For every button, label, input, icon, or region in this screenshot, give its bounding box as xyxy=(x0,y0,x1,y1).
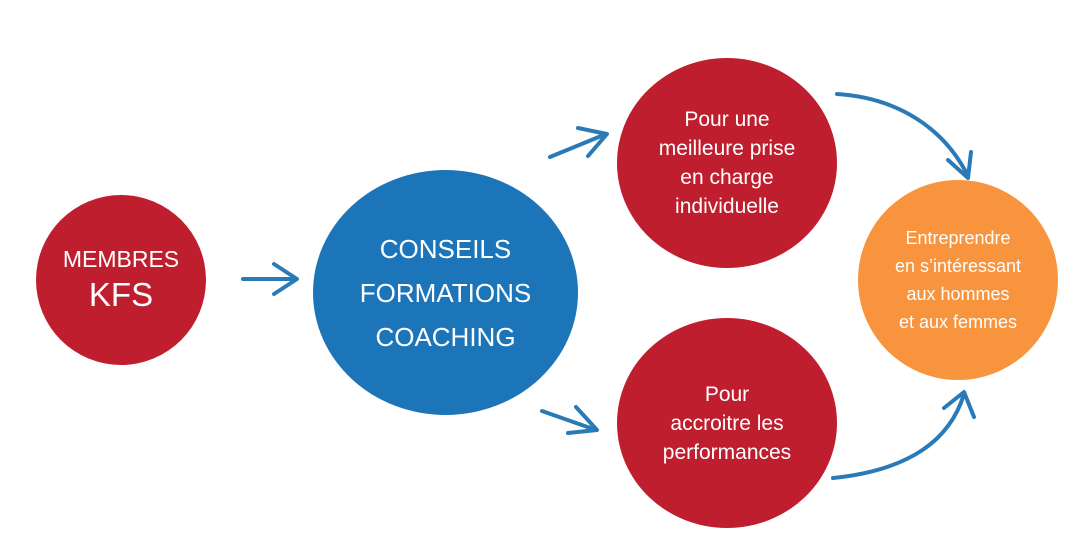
node-top-line1: Pour une xyxy=(684,108,770,131)
node-entreprendre: Entreprendre en s’intéressant aux hommes… xyxy=(858,180,1058,380)
node-top-line4: individuelle xyxy=(675,195,779,218)
node-membres-kfs-line1: MEMBRES xyxy=(62,246,180,272)
arrow-members-to-center xyxy=(241,262,299,296)
node-accroitre-performances: Pour accroitre les performances xyxy=(617,318,837,528)
node-center-line3: COACHING xyxy=(375,321,516,352)
node-right-line2: en s’intéressant xyxy=(894,256,1022,276)
node-right-line3: aux hommes xyxy=(906,284,1010,304)
node-prise-en-charge: Pour une meilleure prise en charge indiv… xyxy=(617,58,837,268)
node-center-line1: CONSEILS xyxy=(379,233,512,264)
node-bottom-line3: performances xyxy=(662,440,792,464)
arrow-bottom-to-right xyxy=(831,390,976,480)
node-right-line4: et aux femmes xyxy=(898,312,1018,332)
node-right-line1: Entreprendre xyxy=(905,228,1011,248)
node-top-line3: en charge xyxy=(680,166,774,189)
node-conseils-formations-coaching: CONSEILS FORMATIONS COACHING xyxy=(313,170,578,415)
node-center-line2: FORMATIONS xyxy=(359,277,532,308)
node-membres-kfs-line2: KFS xyxy=(88,276,154,313)
node-top-line2: meilleure prise xyxy=(658,137,796,160)
arrow-center-to-top xyxy=(548,126,609,159)
arrow-top-to-right xyxy=(835,92,973,180)
node-bottom-line1: Pour xyxy=(704,382,750,406)
node-membres-kfs: MEMBRES KFS xyxy=(36,195,206,365)
node-bottom-line2: accroitre les xyxy=(670,411,784,435)
arrow-center-to-bottom xyxy=(540,405,599,435)
